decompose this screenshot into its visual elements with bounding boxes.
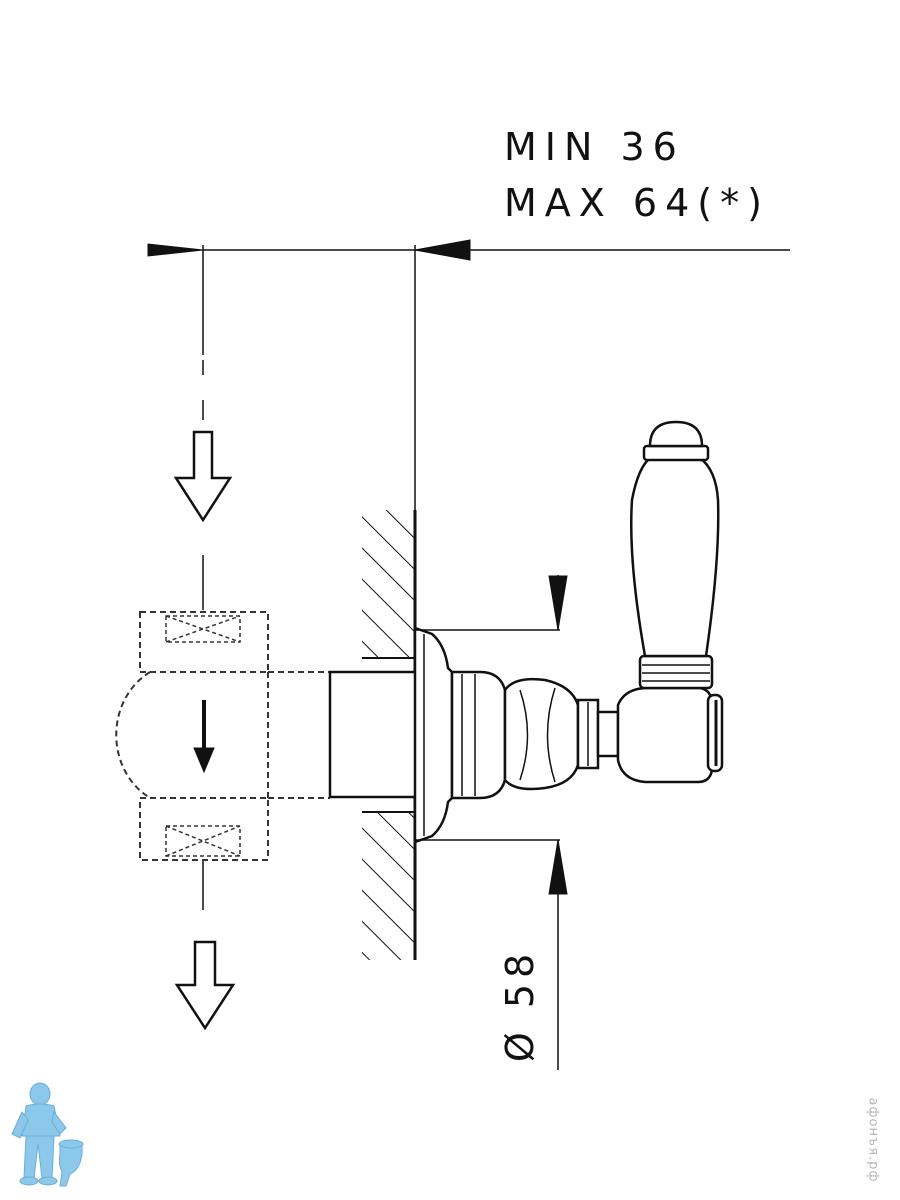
depth-min-label: MIN 36 (504, 125, 685, 169)
inner-flow-arrow (193, 700, 215, 774)
diameter-dimension (415, 575, 568, 1070)
lever-handle (616, 420, 724, 784)
valve-nut (576, 698, 620, 770)
diameter-arrow-top (548, 575, 568, 631)
diameter-arrow-bottom (548, 839, 568, 895)
down-arrow-icon (173, 430, 233, 523)
valve-collar (450, 670, 507, 800)
dimension-arrow-left (147, 243, 204, 257)
watermark-text: афонъя.рф (865, 1097, 881, 1183)
valve-cross-icon (165, 825, 241, 857)
plumber-mascot-icon (11, 1082, 84, 1187)
diameter-label: Ø 58 (498, 947, 542, 1063)
valve-dome (503, 677, 580, 791)
dimension-arrow-right (414, 239, 471, 261)
valve-spindle (328, 670, 418, 799)
valve-cross-icon (165, 615, 241, 643)
depth-max-label: MAX 64(*) (504, 181, 770, 225)
down-arrow-icon (174, 940, 236, 1031)
depth-dimension (147, 239, 790, 355)
reference-lines (202, 245, 416, 910)
escutcheon-flange (413, 626, 454, 844)
valve-body-hidden (115, 611, 330, 861)
